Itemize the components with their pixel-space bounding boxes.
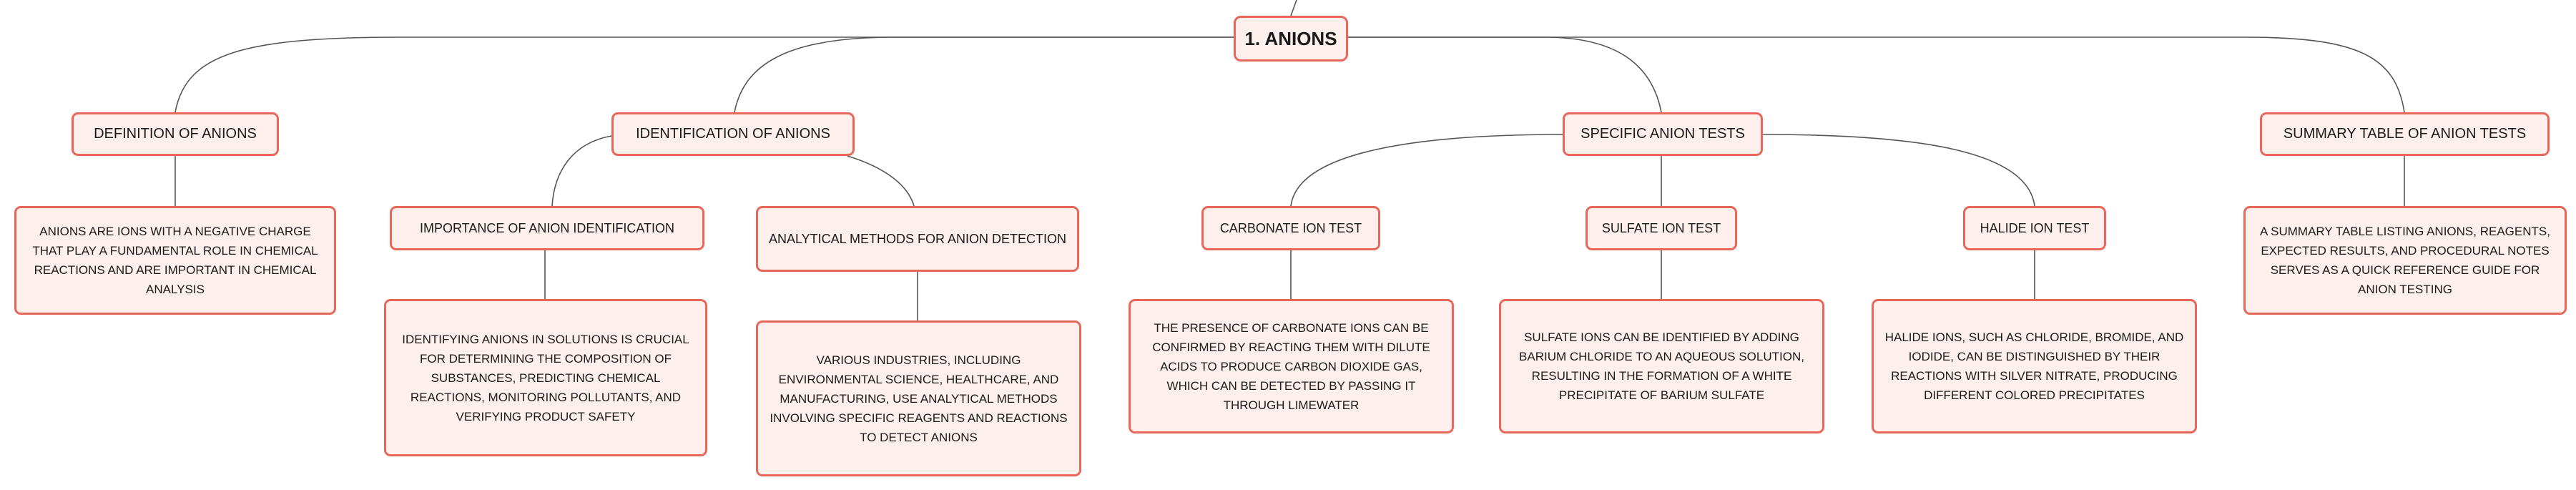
connector-root-definition [174,36,1234,113]
subtopic-carbonate-ion-test[interactable]: CARBONATE ION TEST [1201,206,1380,250]
connector-root-summary-table [1348,36,2405,113]
subtopic-importance-of-anion-identification[interactable]: IMPORTANCE OF ANION IDENTIFICATION [390,206,704,250]
topic-specific-anion-tests[interactable]: SPECIFIC ANION TESTS [1563,112,1763,156]
connector-identification-analytical [847,155,915,207]
connector-specific-halide [1762,134,2035,207]
connector-root-identification [734,36,1234,113]
subtopic-sulfate-ion-test[interactable]: SULFATE ION TEST [1586,206,1737,250]
description-carbonate-ion-test[interactable]: THE PRESENCE OF CARBONATE IONS CAN BE CO… [1129,299,1454,433]
connector-root-parent [1290,0,1297,16]
connector-specific-carbonate [1290,134,1563,207]
connector-root-specific-tests [1348,36,1662,113]
description-analytical-methods[interactable]: VARIOUS INDUSTRIES, INCLUDING ENVIRONMEN… [756,320,1081,476]
connector-identification-importance [551,135,612,207]
description-sulfate-ion-test[interactable]: SULFATE IONS CAN BE IDENTIFIED BY ADDING… [1499,299,1824,433]
description-importance-of-anion-identification[interactable]: IDENTIFYING ANIONS IN SOLUTIONS IS CRUCI… [384,299,707,456]
description-summary-table[interactable]: A SUMMARY TABLE LISTING ANIONS, REAGENTS… [2243,206,2567,315]
topic-identification-of-anions[interactable]: IDENTIFICATION OF ANIONS [611,112,855,156]
subtopic-analytical-methods-for-anion-detection[interactable]: ANALYTICAL METHODS FOR ANION DETECTION [756,206,1079,272]
topic-summary-table-of-anion-tests[interactable]: SUMMARY TABLE OF ANION TESTS [2260,112,2550,156]
root-node-anions[interactable]: 1. ANIONS [1234,16,1348,62]
description-halide-ion-test[interactable]: HALIDE IONS, SUCH AS CHLORIDE, BROMIDE, … [1872,299,2197,433]
subtopic-halide-ion-test[interactable]: HALIDE ION TEST [1963,206,2106,250]
topic-definition-of-anions[interactable]: DEFINITION OF ANIONS [72,112,279,156]
description-definition-of-anions[interactable]: ANIONS ARE IONS WITH A NEGATIVE CHARGE T… [14,206,336,315]
